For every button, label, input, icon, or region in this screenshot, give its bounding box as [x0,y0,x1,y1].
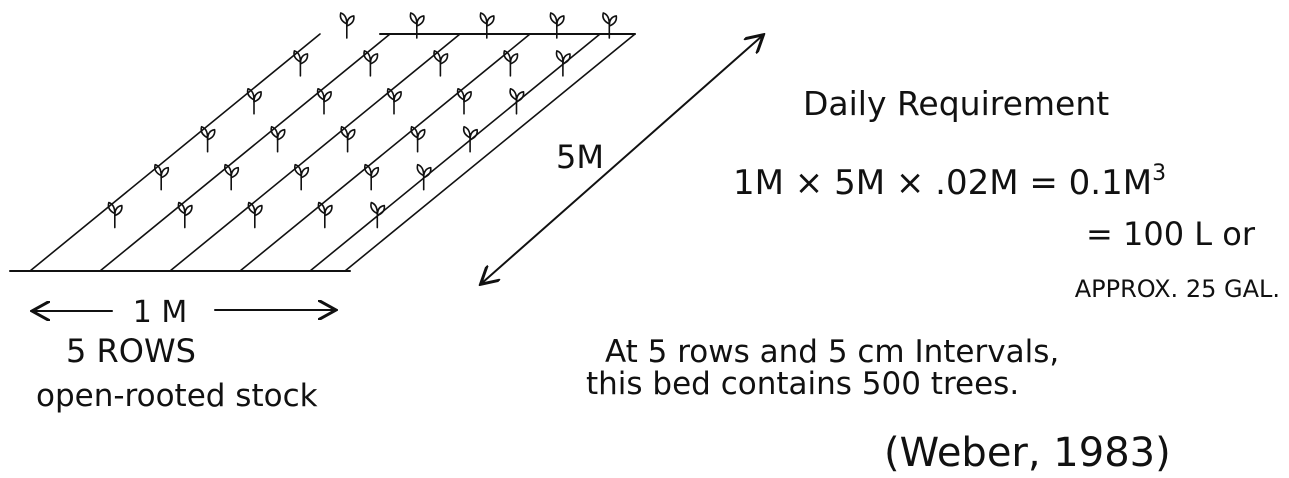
seedling [247,201,263,229]
seedling [200,125,216,153]
row-line [29,33,321,272]
seedling [317,201,333,229]
seedling [555,50,571,77]
seedling [416,163,432,191]
seedling [246,88,262,115]
seedling [456,88,472,115]
seedling [316,88,332,115]
seedlings [107,12,618,229]
calc-formula: 1M × 5M × .02M = 0.1M3 [733,161,1166,203]
seedbed [9,12,636,272]
note-line-2: this bed contains 500 trees. [586,366,1019,402]
daily-requirement-calc: Daily Requirement 1M × 5M × .02M = 0.1M3… [733,84,1280,303]
seedling [224,163,240,191]
width-dimension: 1 M [34,295,334,330]
seedling [410,125,426,153]
stock-label: open-rooted stock [36,378,318,414]
row-line [99,33,391,272]
seedling [340,125,356,153]
seedling [107,201,123,229]
seedling [503,50,519,77]
row-lines [29,33,636,272]
seedling [509,88,525,115]
length-arrow [482,36,762,283]
calc-liters: = 100 L or [1086,215,1256,253]
calc-title: Daily Requirement [803,84,1109,123]
bed-width-label: 1 M [133,295,188,330]
bed-note: At 5 rows and 5 cm Intervals, this bed c… [586,334,1059,402]
seedling [433,50,449,77]
seedling [462,125,479,153]
citation: (Weber, 1983) [884,430,1171,476]
note-line-1: At 5 rows and 5 cm Intervals, [605,334,1059,370]
bed-rows-label: 5 ROWS [66,332,196,370]
seedling [293,50,309,77]
seedling [270,125,286,153]
row-line [169,33,461,272]
bed-length-label: 5M [556,138,604,176]
calc-gallons: APPROX. 25 GAL. [1075,275,1280,303]
row-line [239,33,531,272]
seedling [339,12,355,39]
seedling [386,88,402,115]
seedling [409,12,425,39]
seedling [154,163,170,191]
seedling [370,201,386,229]
length-dimension: 5M [482,36,762,283]
seedling [177,201,193,229]
seedling [363,50,379,77]
seedling [364,163,380,191]
seedling [294,163,310,191]
